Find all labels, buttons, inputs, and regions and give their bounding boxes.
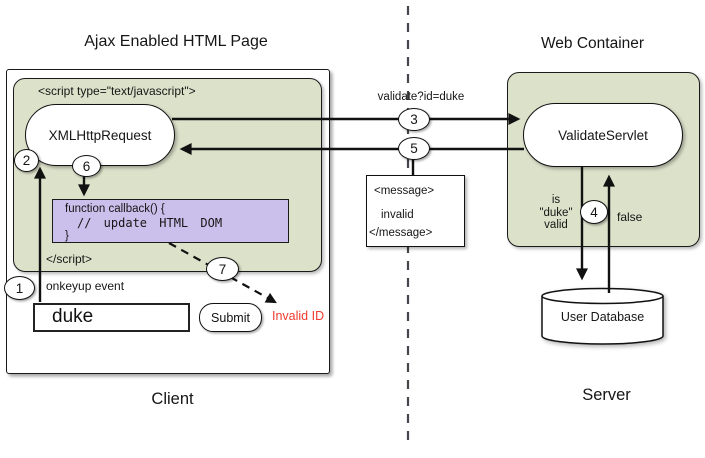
step-3-badge: 3 <box>398 108 430 131</box>
validateservlet-label: ValidateServlet <box>558 127 648 143</box>
step-2-badge: 2 <box>14 149 39 172</box>
callback-code-line-3: } <box>65 230 69 242</box>
callback-function-box: function callback() { // update HTML DOM… <box>52 199 289 243</box>
client-side-label: Client <box>151 390 194 408</box>
validateservlet-node: ValidateServlet <box>523 103 683 167</box>
is-duke-valid-label: is "duke" valid <box>533 194 579 232</box>
web-container-title: Web Container <box>540 35 645 52</box>
xmlhttprequest-node: XMLHttpRequest <box>25 104 175 166</box>
callback-code-line-2: // update HTML DOM <box>77 216 223 230</box>
query-line-1: is <box>551 194 561 206</box>
query-line-3: valid <box>544 219 568 231</box>
step-4-badge: 4 <box>580 200 608 224</box>
message-open-tag: <message> <box>374 185 435 197</box>
server-side-label: Server <box>582 386 631 404</box>
step-1-badge: 1 <box>4 276 35 300</box>
invalid-id-text: Invalid ID <box>272 309 325 323</box>
client-page-title: Ajax Enabled HTML Page <box>84 33 268 50</box>
submit-button[interactable]: Submit <box>199 303 262 332</box>
user-database-label: User Database <box>560 310 645 324</box>
false-result-label: false <box>617 210 643 224</box>
message-close-tag: </message> <box>369 227 433 239</box>
script-open-tag: <script type="text/javascript"> <box>38 84 196 98</box>
message-value: invalid <box>381 209 414 221</box>
request-url-label: validate?id=duke <box>377 91 465 103</box>
database-cylinder-icon <box>541 287 664 345</box>
step-5-badge: 5 <box>398 137 430 160</box>
step-7-badge: 7 <box>206 257 239 281</box>
onkeyup-event-label: onkeyup event <box>46 279 125 293</box>
script-close-tag: </script> <box>46 252 93 266</box>
xml-message-box: <message> invalid </message> <box>366 175 465 247</box>
user-database-node: User Database <box>540 286 665 348</box>
xmlhttprequest-label: XMLHttpRequest <box>48 127 152 143</box>
user-id-input[interactable] <box>33 303 190 332</box>
query-line-2: "duke" <box>539 206 573 219</box>
step-6-badge: 6 <box>72 155 101 177</box>
callback-code-line-1: function callback() { <box>65 203 165 215</box>
